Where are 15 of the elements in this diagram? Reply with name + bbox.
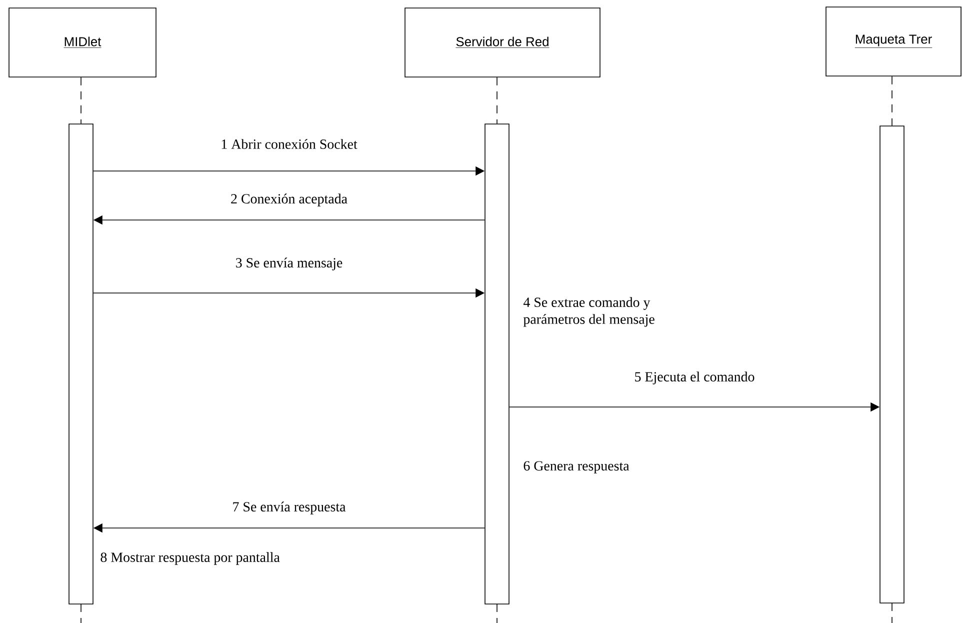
message-label: 7 Se envía respuesta [233, 502, 346, 514]
lifeline [80, 77, 82, 124]
activation-bar [68, 124, 94, 604]
object-box: Servidor de Red [404, 8, 600, 78]
message-label: 3 Se envía mensaje [236, 258, 342, 270]
message-label: 1 Abrir conexión Socket [222, 139, 358, 149]
lifeline [496, 77, 498, 124]
object-box: MIDlet [8, 8, 156, 78]
activation-bar [880, 126, 904, 604]
message-label: 5 Ejecuta el comando [635, 372, 754, 384]
message-label: 2 Conexión aceptada [231, 194, 348, 206]
action-note: 6 Genera respuesta [524, 461, 630, 474]
action-note: 4 Se extrae comando y parámetros del mensaje [523, 297, 654, 327]
activation-bar [484, 124, 510, 604]
object-box: Maqueta Trer [826, 6, 962, 76]
